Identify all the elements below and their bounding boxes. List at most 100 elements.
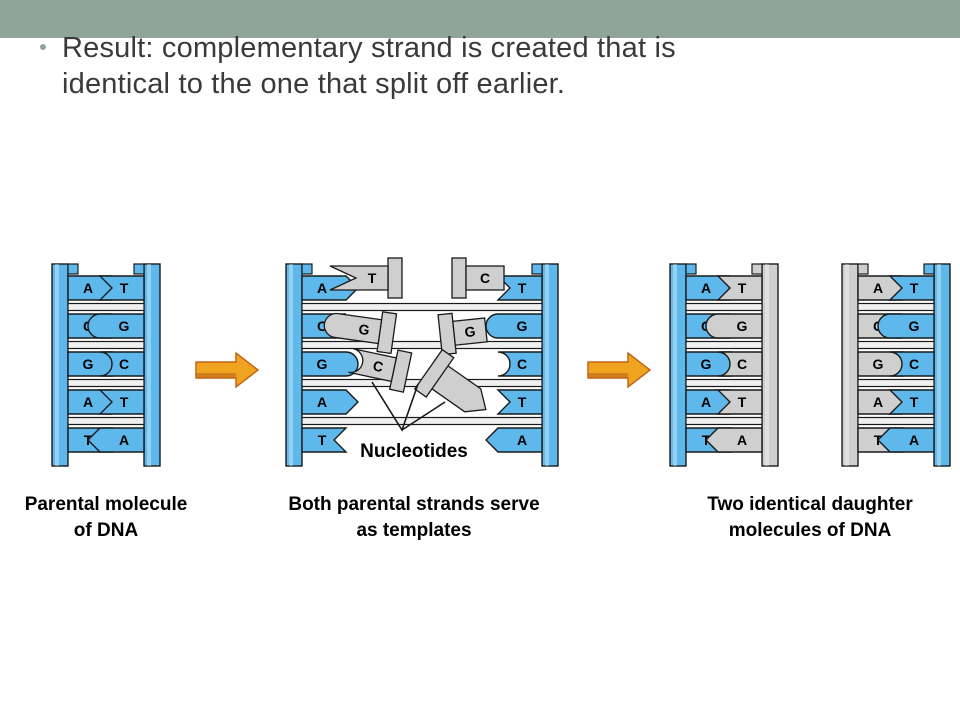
right-top-cap [133,263,145,275]
left-base-g [301,351,359,377]
separator-bar [685,378,763,388]
separator-bar [301,416,543,426]
base-label: C [317,318,327,334]
right-base-a [877,427,935,453]
right-backbone [541,263,559,467]
base-label: C [737,356,747,372]
base-label: A [701,280,711,296]
base-label: T [518,280,527,296]
left-top-cap [685,263,697,275]
left-backbone-highlight [845,264,849,466]
left-top-cap [67,263,79,275]
right-backbone-highlight [765,264,769,466]
base-label: A [83,394,93,410]
right-backbone [143,263,161,467]
free-nucleotides: T G C C G [323,257,505,413]
right-base-t [496,275,543,301]
base-label: T [318,432,327,448]
base-label: G [464,323,477,340]
nucleotides-label: Nucleotides [360,441,468,462]
left-backbone [841,263,859,467]
bullet-text: Result: complementary strand is created … [62,30,676,102]
right-backbone [933,263,951,467]
right-base-c [497,351,543,377]
parental-caption-line-2: of DNA [74,520,139,541]
free-nucleotide-g: G [323,311,398,355]
base-label: G [873,356,884,372]
arrow-shadow [588,373,628,378]
pointer-line-right [401,401,446,431]
right-base-c [99,351,145,377]
base-label: G [358,321,371,338]
base-label: C [517,356,527,372]
right-backbone [761,263,779,467]
base-label: A [873,280,883,296]
base-label: T [368,270,377,286]
left-top-cap [301,263,313,275]
right-base-t [716,389,763,415]
right-top-cap [531,263,543,275]
right-base-t [888,389,935,415]
top-accent-bar [0,0,960,38]
right-arrow-icon [195,351,260,389]
base-label: A [517,432,527,448]
base-label: A [873,394,883,410]
base-label: G [119,318,130,334]
separator-bar [301,302,543,312]
right-base-g [485,313,543,339]
free-nucleotide-large [413,348,487,413]
free-nucleotide-c: C [348,348,413,393]
free-nucleotide-t: T [329,257,403,299]
right-base-t [98,389,145,415]
left-top-cap [857,263,869,275]
left-base-t [301,427,348,453]
separator-bar [301,340,543,350]
base-label: T [518,394,527,410]
right-base-c [717,351,763,377]
separator-bar [685,416,763,426]
parental-caption-line-1: Parental molecule [25,494,188,515]
arrow-shape [587,351,652,389]
right-base-t [98,275,145,301]
separator-bar [685,340,763,350]
bullet-dot-icon [40,44,46,50]
base-label: G [317,356,328,372]
nucleotide-head [452,317,488,346]
base-label: G [517,318,528,334]
free-nucleotide-c: C [451,257,505,299]
nucleotide-head [323,312,383,345]
bullet-line-2: identical to the one that split off earl… [62,68,566,100]
left-backbone-highlight [55,264,59,466]
separator-bar [67,378,145,388]
templates-caption-line-1: Both parental strands serve [288,494,539,515]
right-base-g [87,313,145,339]
base-label: G [701,356,712,372]
left-base-a [301,275,359,301]
right-backbone-highlight [545,264,549,466]
base-label: C [372,357,385,375]
nucleotides-pointer [371,381,446,432]
right-base-t [888,275,935,301]
nucleotide-stem [451,257,467,299]
base-label: C [909,356,919,372]
separator-bar [685,302,763,312]
base-label: T [910,280,919,296]
base-label: T [120,394,129,410]
left-base-a [301,389,359,415]
base-label: T [738,394,747,410]
right-base-t [716,275,763,301]
right-base-g [705,313,763,339]
right-top-cap [923,263,935,275]
right-top-cap [751,263,763,275]
daughters-caption-line-1: Two identical daughter [707,494,913,515]
base-label: A [701,394,711,410]
nucleotide-head [348,348,398,383]
base-label: A [909,432,919,448]
base-label: T [120,280,129,296]
process-arrows [195,351,652,389]
left-backbone-highlight [289,264,293,466]
nucleotide-stem [387,257,403,299]
